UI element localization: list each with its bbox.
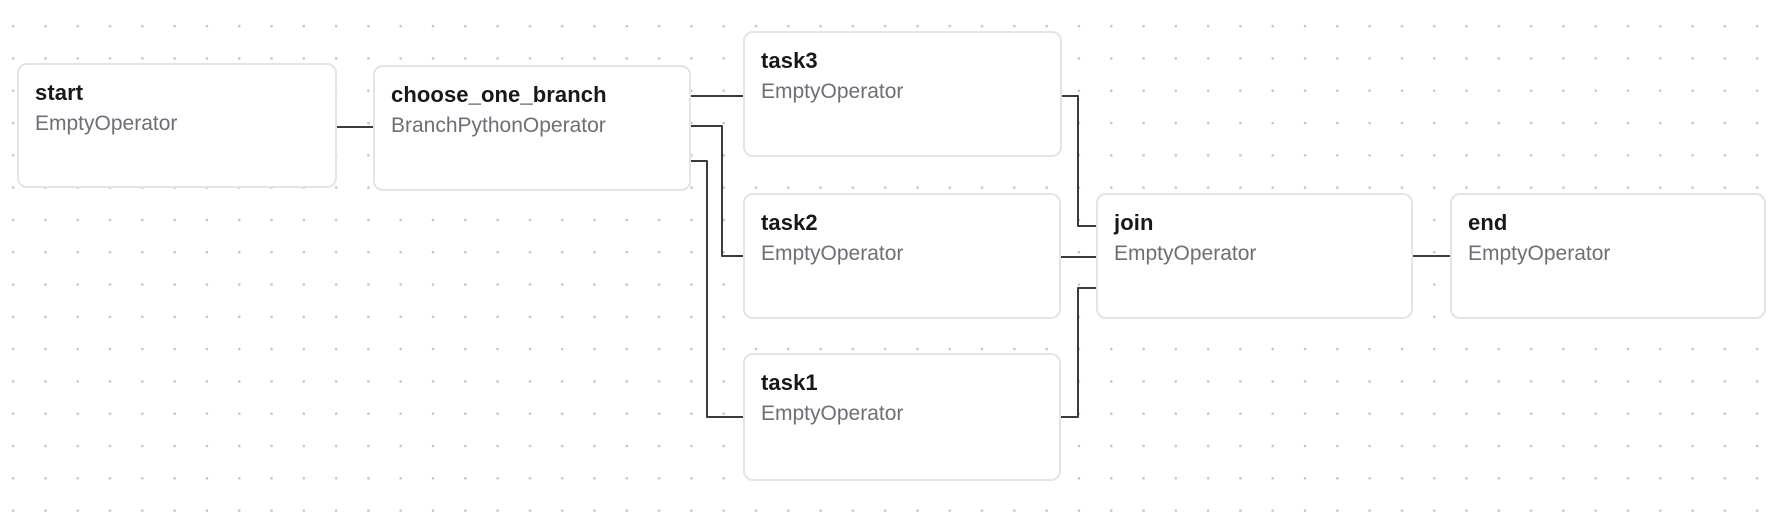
edge-choose_one_branch-task2: [691, 125, 743, 257]
task-name: start: [35, 80, 84, 105]
node-choose-one-branch[interactable]: choose_one_branch BranchPythonOperator: [373, 65, 691, 191]
operator-type: EmptyOperator: [1468, 242, 1611, 265]
task-name: task2: [761, 210, 818, 235]
operator-type: EmptyOperator: [761, 80, 904, 103]
task-name: task1: [761, 370, 818, 395]
node-task2[interactable]: task2 EmptyOperator: [743, 193, 1061, 319]
node-join[interactable]: join EmptyOperator: [1096, 193, 1413, 319]
operator-type: BranchPythonOperator: [391, 114, 606, 137]
task-name: task3: [761, 48, 818, 73]
task-name: end: [1468, 210, 1508, 235]
node-task3[interactable]: task3 EmptyOperator: [743, 31, 1062, 157]
operator-type: EmptyOperator: [1114, 242, 1257, 265]
node-start[interactable]: start EmptyOperator: [17, 63, 337, 188]
edge-choose_one_branch-task1: [691, 160, 743, 418]
task-name: choose_one_branch: [391, 82, 607, 107]
task-name: join: [1114, 210, 1154, 235]
node-task1[interactable]: task1 EmptyOperator: [743, 353, 1061, 481]
operator-type: EmptyOperator: [761, 242, 904, 265]
edge-task3-join: [1062, 95, 1096, 227]
node-end[interactable]: end EmptyOperator: [1450, 193, 1766, 319]
edge-task1-join: [1061, 287, 1096, 418]
operator-type: EmptyOperator: [35, 112, 178, 135]
operator-type: EmptyOperator: [761, 402, 904, 425]
